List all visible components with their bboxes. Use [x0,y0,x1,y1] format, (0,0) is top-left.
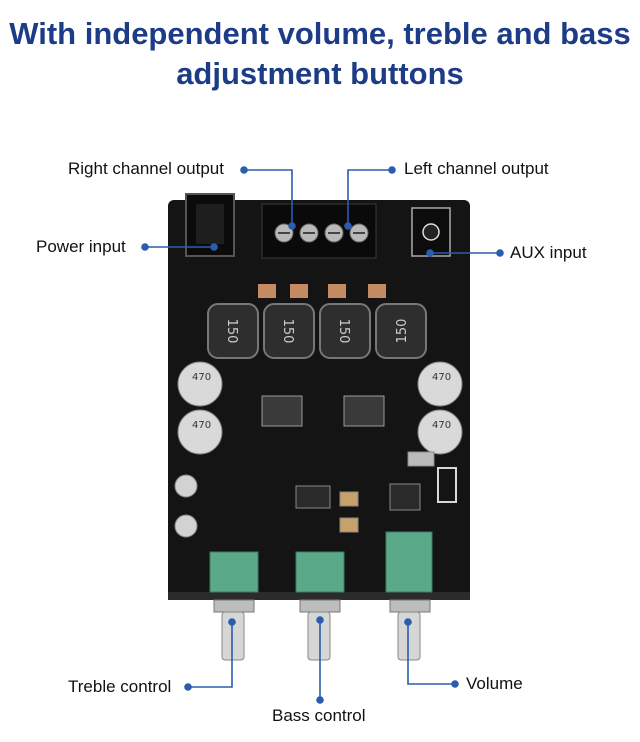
pcb-bottom-edge [168,592,470,600]
label-bass-control: Bass control [272,706,366,725]
capacitor-marking-2: 470 [192,420,211,431]
inductor-marking-1: 150 [224,319,239,344]
title-line-2: adjustment buttons [176,56,464,91]
potentiometers [209,531,433,593]
label-volume: Volume [466,674,523,693]
capacitor-marking-1: 470 [192,372,211,383]
inductor-marking-4: 150 [395,319,410,344]
label-power-input: Power input [36,237,126,256]
capacitor-marking-4: 470 [432,420,451,431]
amplifier-chips [261,395,385,427]
label-left-channel-output: Left channel output [404,159,549,178]
title-line-1: With independent volume, treble and bass [9,16,631,51]
label-aux-input: AUX input [510,243,587,262]
treble-pot-body [209,551,259,593]
knob-shafts [213,599,431,661]
volume-pot-body [385,531,433,593]
capacitors: 470 470 470 470 [177,361,463,455]
misc-ics [295,451,435,533]
label-right-channel-output: Right channel output [68,159,224,178]
capacitor-marking-3: 470 [432,372,451,383]
small-components [258,284,386,298]
inductor-marking-2: 150 [280,319,295,344]
label-treble-control: Treble control [68,677,172,696]
bass-pot-body [295,551,345,593]
inductor-marking-3: 150 [336,319,351,344]
inductors: 150 150 150 150 [207,303,427,359]
bluetooth-antenna [437,467,457,503]
terminal-screws [274,223,369,243]
callout-lines [141,166,504,704]
